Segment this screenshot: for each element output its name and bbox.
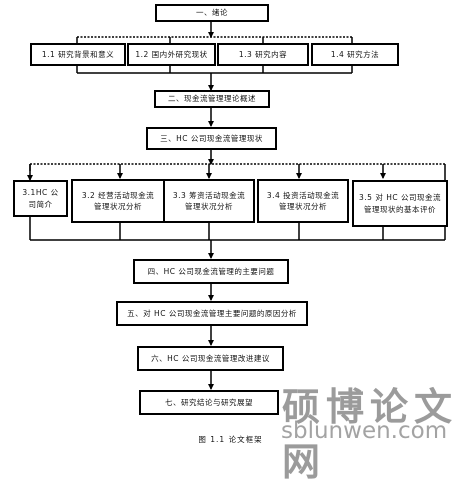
node-2-theory-overview: 二、现金流管理理论概述 (154, 90, 270, 108)
node-3-3-label-line1: 3.3 筹资活动现金流 (172, 190, 246, 200)
node-3-1-label-line2: 司简介 (28, 199, 53, 209)
node-3-2-label-line1: 3.2 经营活动现金流 (81, 190, 155, 200)
node-1-4-research-method: 1.4 研究方法 (311, 43, 399, 66)
node-5-label: 五、对 HC 公司现金流管理主要问题的原因分析 (127, 308, 297, 318)
node-3-4-label-line2: 管理状况分析 (279, 202, 327, 211)
node-1-4-label: 1.4 研究方法 (330, 49, 380, 59)
node-3-current-status: 三、HC 公司现金流管理现状 (146, 127, 277, 150)
node-1-2-label: 1.2 国内外研究现状 (135, 49, 208, 59)
node-3-2-label-line2: 管理状况分析 (94, 202, 142, 211)
node-1-1-background: 1.1 研究背景和意义 (30, 43, 126, 66)
node-1-1-label: 1.1 研究背景和意义 (41, 49, 115, 59)
node-2-label: 二、现金流管理理论概述 (168, 94, 256, 104)
node-1-introduction: 一、绪论 (155, 4, 269, 22)
node-4-main-problems: 四、HC 公司现金流管理的主要问题 (133, 259, 289, 284)
node-3-4-investing-cashflow: 3.4 投资活动现金流 管理状况分析 (257, 179, 349, 223)
watermark-url: sblunwen.com (281, 418, 448, 444)
node-1-3-research-content: 1.3 研究内容 (217, 43, 309, 66)
node-6-improvement: 六、HC 公司现金流管理改进建议 (137, 346, 284, 371)
node-7-conclusion: 七、研究结论与研究展望 (139, 390, 279, 415)
node-3-1-label-line1: 3.1HC 公 (22, 188, 59, 198)
node-1-label: 一、绪论 (196, 8, 228, 18)
node-3-1-company-profile: 3.1HC 公 司简介 (13, 180, 68, 217)
node-3-label: 三、HC 公司现金流管理现状 (160, 133, 263, 143)
node-3-4-label-line1: 3.4 投资活动现金流 (266, 190, 340, 200)
node-7-label: 七、研究结论与研究展望 (165, 397, 253, 407)
node-1-2-research-status: 1.2 国内外研究现状 (127, 43, 216, 66)
figure-caption: 图 1.1 论文框架 (198, 435, 263, 444)
node-3-5-evaluation: 3.5 对 HC 公司现金流 管理现状的基本评价 (352, 180, 448, 227)
node-5-cause-analysis: 五、对 HC 公司现金流管理主要问题的原因分析 (116, 301, 308, 326)
connector-lines (27, 21, 446, 390)
node-3-5-label-line2: 管理现状的基本评价 (364, 204, 436, 214)
node-6-label: 六、HC 公司现金流管理改进建议 (151, 353, 270, 363)
node-4-label: 四、HC 公司现金流管理的主要问题 (147, 266, 275, 276)
node-3-3-financing-cashflow: 3.3 筹资活动现金流 管理状况分析 (163, 179, 255, 223)
node-1-3-label: 1.3 研究内容 (238, 49, 288, 59)
node-3-5-label-line1: 3.5 对 HC 公司现金流 (359, 193, 441, 203)
node-3-2-operating-cashflow: 3.2 经营活动现金流 管理状况分析 (71, 179, 165, 223)
node-3-3-label-line2: 管理状况分析 (185, 202, 233, 211)
